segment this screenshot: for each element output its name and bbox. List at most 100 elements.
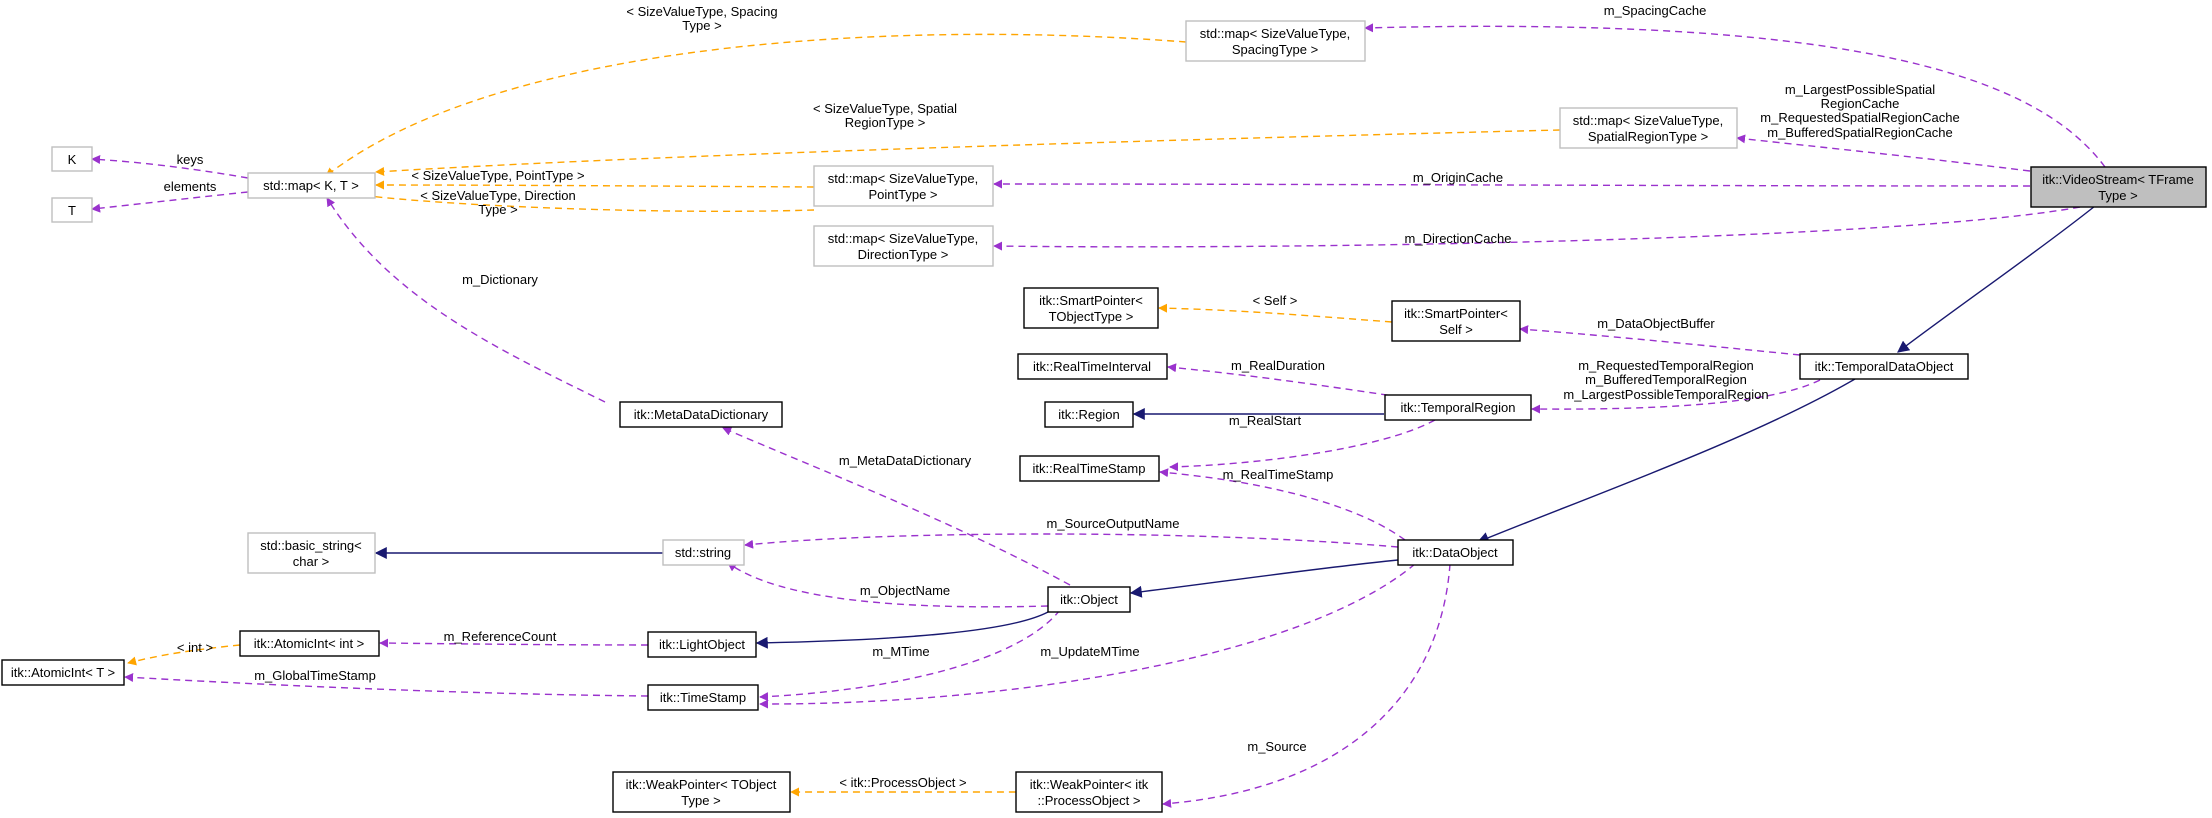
node-map-direction[interactable]: std::map< SizeValueType, DirectionType > xyxy=(813,225,994,267)
node-light-object[interactable]: itk::LightObject xyxy=(647,631,757,658)
node-weakptr-processobject[interactable]: itk::WeakPointer< itk ::ProcessObject > xyxy=(1015,771,1163,813)
node-std-string[interactable]: std::string xyxy=(662,539,745,566)
svg-text:itk::DataObject: itk::DataObject xyxy=(1412,545,1498,560)
svg-text:itk::Region: itk::Region xyxy=(1058,407,1119,422)
edge-label-m-origin-cache: m_OriginCache xyxy=(1413,170,1503,185)
svg-text:m_SourceOutputName: m_SourceOutputName xyxy=(1047,516,1180,531)
edge-dictionary xyxy=(326,197,606,403)
svg-text:m_LargestPossibleSpatial: m_LargestPossibleSpatial xyxy=(1785,82,1935,97)
node-itk-object[interactable]: itk::Object xyxy=(1047,586,1131,613)
edge-object-name xyxy=(727,562,1049,608)
svg-text:T: T xyxy=(68,203,76,218)
svg-text:std::basic_string<: std::basic_string< xyxy=(260,538,362,553)
svg-text:std::map< SizeValueType,: std::map< SizeValueType, xyxy=(1573,113,1723,128)
edge-label-m-real-time-stamp: m_RealTimeStamp xyxy=(1223,467,1334,482)
svg-text:m_BufferedTemporalRegion: m_BufferedTemporalRegion xyxy=(1585,372,1747,387)
node-k[interactable]: K xyxy=(51,146,93,172)
edge-reference-count xyxy=(379,638,649,648)
svg-text:< SizeValueType, Spacing: < SizeValueType, Spacing xyxy=(626,4,777,19)
svg-text:std::map< SizeValueType,: std::map< SizeValueType, xyxy=(1200,26,1350,41)
svg-text:::ProcessObject >: ::ProcessObject > xyxy=(1038,793,1141,808)
svg-text:elements: elements xyxy=(164,179,217,194)
svg-text:m_GlobalTimeStamp: m_GlobalTimeStamp xyxy=(254,668,376,683)
edge-dataobject-inherits-object xyxy=(1129,559,1399,598)
edge-label-elements: elements xyxy=(164,179,217,194)
svg-text:m_BufferedSpatialRegionCache: m_BufferedSpatialRegionCache xyxy=(1767,125,1953,140)
node-std-map-kt[interactable]: std::map< K, T > xyxy=(247,172,376,199)
svg-text:< SizeValueType, Direction: < SizeValueType, Direction xyxy=(420,188,575,203)
svg-text:RegionCache: RegionCache xyxy=(1821,96,1900,111)
node-map-point[interactable]: std::map< SizeValueType, PointType > xyxy=(813,165,994,207)
edge-elements xyxy=(91,191,249,213)
svg-text:TObjectType >: TObjectType > xyxy=(1049,309,1134,324)
edge-label-m-object-name: m_ObjectName xyxy=(860,583,950,598)
edge-direction-template xyxy=(337,188,815,213)
svg-text:< itk::ProcessObject >: < itk::ProcessObject > xyxy=(839,775,966,790)
node-smartptr-tobjecttype[interactable]: itk::SmartPointer< TObjectType > xyxy=(1023,287,1159,329)
node-video-stream[interactable]: itk::VideoStream< TFrame Type > xyxy=(2030,166,2207,208)
svg-text:Type >: Type > xyxy=(681,793,720,808)
edge-label-m-direction-cache: m_DirectionCache xyxy=(1405,231,1512,246)
svg-text:char >: char > xyxy=(293,554,330,569)
node-data-object[interactable]: itk::DataObject xyxy=(1397,539,1514,566)
svg-text:itk::RealTimeInterval: itk::RealTimeInterval xyxy=(1033,359,1151,374)
edge-label-m-metadata-dictionary: m_MetaDataDictionary xyxy=(839,453,972,468)
edge-metadata-dictionary xyxy=(722,427,1071,586)
svg-text:std::string: std::string xyxy=(675,545,731,560)
edge-spatial-region-template xyxy=(375,129,1561,176)
edge-object-inherits-lightobject xyxy=(755,611,1049,649)
edge-label-m-update-mtime: m_UpdateMTime xyxy=(1040,644,1139,659)
svg-text:RegionType >: RegionType > xyxy=(845,115,926,130)
svg-text:m_UpdateMTime: m_UpdateMTime xyxy=(1040,644,1139,659)
node-real-time-interval[interactable]: itk::RealTimeInterval xyxy=(1017,353,1168,380)
node-basic-string[interactable]: std::basic_string< char > xyxy=(247,532,376,574)
edge-label-m-real-duration: m_RealDuration xyxy=(1231,358,1325,373)
node-time-stamp[interactable]: itk::TimeStamp xyxy=(647,684,759,711)
svg-text:itk::TemporalDataObject: itk::TemporalDataObject xyxy=(1815,359,1954,374)
node-atomic-int-t[interactable]: itk::AtomicInt< T > xyxy=(1,659,125,686)
edge-label-m-source: m_Source xyxy=(1247,739,1306,754)
edge-spatial-region-caches xyxy=(1736,134,2031,172)
svg-text:K: K xyxy=(68,152,77,167)
edge-label-int: < int > xyxy=(177,640,213,655)
node-temporal-region[interactable]: itk::TemporalRegion xyxy=(1384,394,1532,421)
edge-label-m-global-time-stamp: m_GlobalTimeStamp xyxy=(254,668,376,683)
node-t[interactable]: T xyxy=(51,197,93,223)
svg-text:itk::AtomicInt< T >: itk::AtomicInt< T > xyxy=(11,665,115,680)
svg-text:< Self >: < Self > xyxy=(1253,293,1298,308)
edge-label-m-data-object-buffer: m_DataObjectBuffer xyxy=(1597,316,1715,331)
edge-label-spatial-region-caches: m_LargestPossibleSpatial RegionCache m_R… xyxy=(1760,82,1959,140)
edge-label-m-source-output-name: m_SourceOutputName xyxy=(1047,516,1180,531)
node-metadata-dictionary[interactable]: itk::MetaDataDictionary xyxy=(619,401,783,428)
svg-text:Type >: Type > xyxy=(2098,188,2137,203)
node-smartptr-self[interactable]: itk::SmartPointer< Self > xyxy=(1391,300,1521,342)
node-temporal-data-object[interactable]: itk::TemporalDataObject xyxy=(1799,353,1969,380)
edge-label-spatial-region-type: < SizeValueType, Spatial RegionType > xyxy=(813,101,957,130)
node-region[interactable]: itk::Region xyxy=(1044,401,1134,428)
svg-text:Type >: Type > xyxy=(682,18,721,33)
svg-text:< SizeValueType, Spatial: < SizeValueType, Spatial xyxy=(813,101,957,116)
edge-label-m-mtime: m_MTime xyxy=(872,644,929,659)
svg-text:m_ReferenceCount: m_ReferenceCount xyxy=(444,629,557,644)
node-atomic-int-int[interactable]: itk::AtomicInt< int > xyxy=(239,630,380,657)
svg-text:std::map< SizeValueType,: std::map< SizeValueType, xyxy=(828,171,978,186)
edge-label-m-spacing-cache: m_SpacingCache xyxy=(1604,3,1707,18)
svg-text:itk::SmartPointer<: itk::SmartPointer< xyxy=(1404,306,1508,321)
svg-text:itk::TimeStamp: itk::TimeStamp xyxy=(660,690,746,705)
svg-text:m_Dictionary: m_Dictionary xyxy=(462,272,538,287)
svg-text:m_SpacingCache: m_SpacingCache xyxy=(1604,3,1707,18)
node-real-time-stamp[interactable]: itk::RealTimeStamp xyxy=(1019,455,1160,482)
node-map-spatial-region[interactable]: std::map< SizeValueType, SpatialRegionTy… xyxy=(1559,107,1738,149)
svg-text:m_MetaDataDictionary: m_MetaDataDictionary xyxy=(839,453,972,468)
svg-text:m_LargestPossibleTemporalRegio: m_LargestPossibleTemporalRegion xyxy=(1563,387,1768,402)
node-map-spacing[interactable]: std::map< SizeValueType, SpacingType > xyxy=(1185,20,1366,62)
edge-data-object-buffer xyxy=(1519,325,1801,356)
edge-keys xyxy=(91,155,249,179)
svg-text:m_RealStart: m_RealStart xyxy=(1229,413,1302,428)
edge-label-m-real-start: m_RealStart xyxy=(1229,413,1302,428)
svg-text:m_RequestedTemporalRegion: m_RequestedTemporalRegion xyxy=(1578,358,1754,373)
svg-text:DirectionType >: DirectionType > xyxy=(858,247,949,262)
svg-text:std::map< SizeValueType,: std::map< SizeValueType, xyxy=(828,231,978,246)
node-weakptr-tobjecttype[interactable]: itk::WeakPointer< TObject Type > xyxy=(612,771,791,813)
